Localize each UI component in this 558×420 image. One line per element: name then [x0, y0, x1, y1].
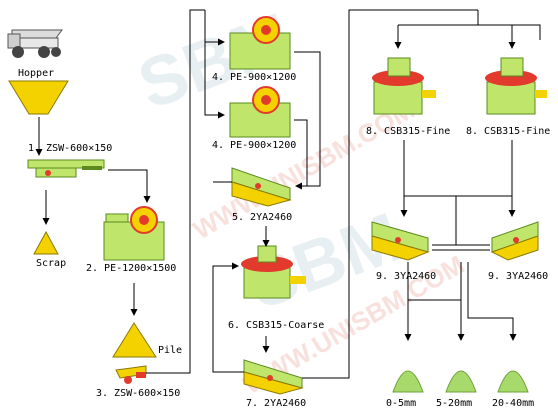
vibrating-feeder-3	[115, 365, 147, 384]
vibrating-screen-9-right	[490, 221, 539, 261]
watermark: SBM SBM WWW.UNISBM.COM WWW.UNISBM.COM	[128, 0, 469, 400]
jaw-crusher-upper	[229, 16, 291, 70]
vibrating-feeder-1	[27, 159, 105, 178]
label-jaw-lower: 4. PE-900×1200	[212, 140, 297, 151]
vibrating-screen-5	[231, 167, 292, 207]
label-feeder-1: 1. ZSW-600×150	[28, 143, 113, 154]
label-feeder-3: 3. ZSW-600×150	[96, 388, 181, 399]
scrap-pile	[33, 230, 59, 255]
label-product-3: 20-40mm	[492, 398, 535, 409]
label-screen-5: 5. 2YA2460	[232, 212, 293, 223]
label-jaw-primary: 2. PE-1200×1500	[86, 263, 177, 274]
label-screen-9-right: 9. 3YA2460	[488, 271, 549, 282]
cone-crusher-fine-left	[372, 57, 436, 115]
label-product-2: 5-20mm	[436, 398, 473, 409]
product-pile-1	[392, 370, 424, 393]
cone-crusher-fine-right	[485, 57, 547, 115]
jaw-crusher-primary	[103, 206, 165, 261]
label-screen-9-left: 9. 3YA2460	[376, 271, 437, 282]
hopper-shape	[8, 80, 69, 115]
label-scrap: Scrap	[36, 258, 67, 269]
vibrating-screen-9-left	[371, 221, 430, 261]
cone-crusher-coarse	[241, 245, 306, 299]
product-pile-2	[445, 370, 477, 393]
label-pile: Pile	[158, 345, 183, 356]
label-jaw-upper: 4. PE-900×1200	[212, 72, 297, 83]
label-product-1: 0-5mm	[386, 398, 417, 409]
vibrating-screen-7	[243, 359, 304, 395]
jaw-crusher-lower	[229, 86, 291, 138]
label-cone-coarse: 6. CSB315-Coarse	[228, 320, 325, 331]
label-screen-7: 7. 2YA2460	[246, 398, 307, 409]
label-hopper: Hopper	[18, 68, 55, 79]
product-piles	[392, 370, 529, 393]
label-cone-fine-left: 8. CSB315-Fine	[366, 126, 451, 137]
dump-truck	[7, 29, 63, 58]
label-cone-fine-right: 8. CSB315-Fine	[466, 126, 551, 137]
product-pile-3	[497, 370, 529, 393]
stock-pile	[112, 322, 157, 358]
flow-lines	[35, 9, 541, 379]
